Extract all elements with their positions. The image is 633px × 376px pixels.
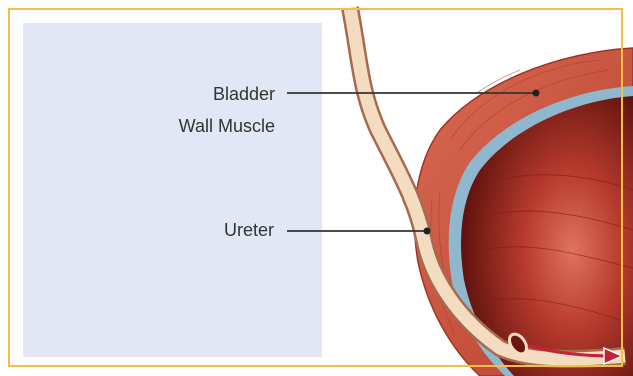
bladder-label-line1: Bladder (213, 81, 275, 107)
ureter-label: Ureter (224, 217, 274, 243)
diagram-frame (8, 8, 623, 367)
bladder-label-line2: Wall Muscle (179, 113, 275, 139)
